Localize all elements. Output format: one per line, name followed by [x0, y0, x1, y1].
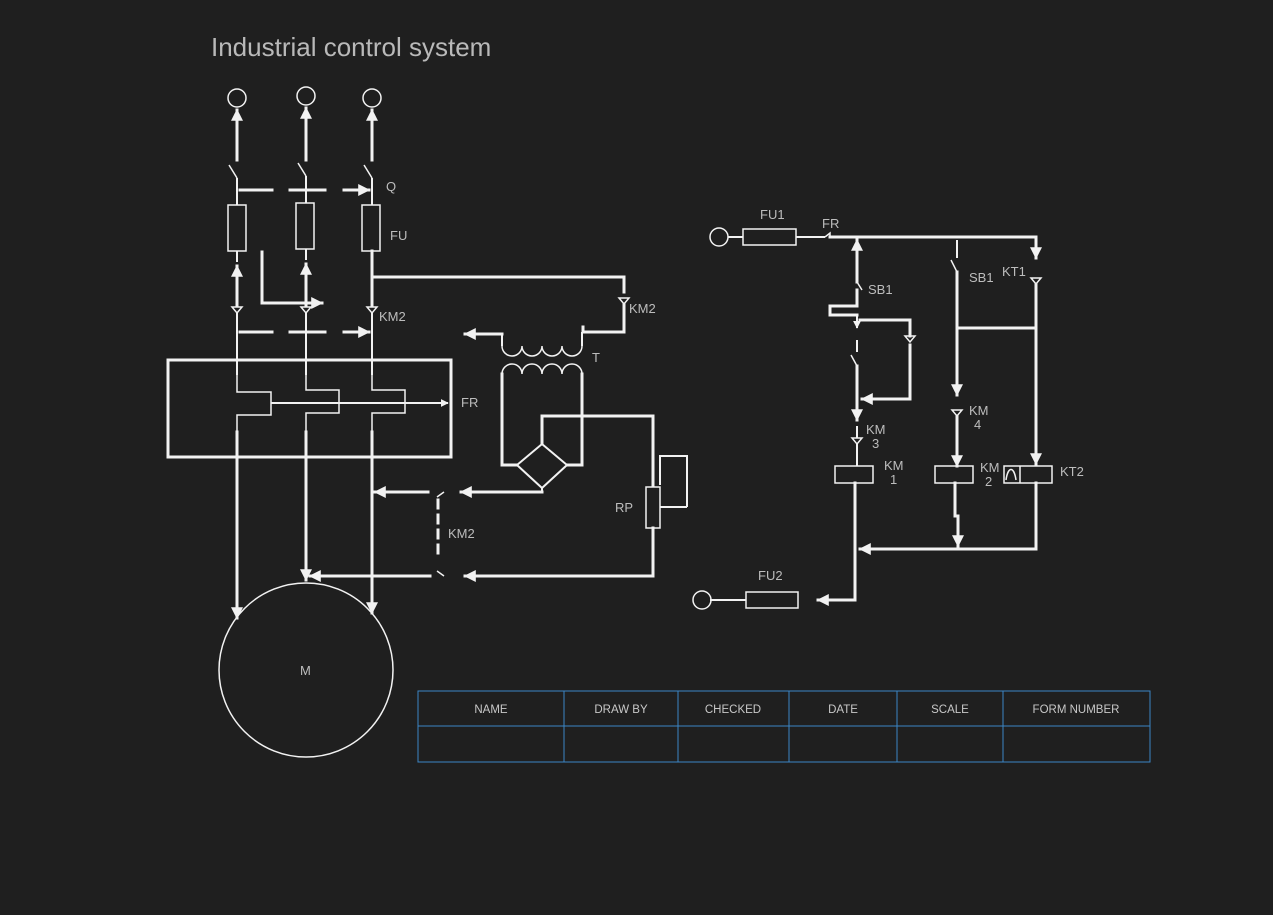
label-km4-a: KM: [969, 403, 989, 418]
table-header-checked: CHECKED: [705, 704, 761, 716]
coil-km1[interactable]: [834, 465, 874, 484]
label-fr-main: FR: [461, 395, 478, 410]
label-sb1-left: SB1: [868, 282, 893, 297]
terminal-control-bottom[interactable]: [692, 590, 712, 610]
table-cell-name[interactable]: [419, 727, 563, 761]
label-fr-control: FR: [822, 216, 839, 231]
title-block-table: NAME DRAW BY CHECKED DATE SCALE FORM NUM…: [417, 690, 1151, 763]
terminal-control-top[interactable]: [709, 227, 729, 247]
contactor-km2-lower[interactable]: [308, 486, 544, 582]
table-cell-date[interactable]: [790, 727, 896, 761]
label-km2-coil-a: KM: [980, 460, 1000, 475]
fuse-fu2[interactable]: [745, 591, 799, 609]
label-kt2: KT2: [1060, 464, 1084, 479]
control-circuit: FU1 FR SB1 KM 3 KM 1 SB1 KM 4: [692, 207, 1084, 610]
label-kt1: KT1: [1002, 264, 1026, 279]
timer-kt2[interactable]: [1003, 465, 1053, 484]
table-cell-form-number[interactable]: [1004, 727, 1149, 761]
label-km3-a: KM: [866, 422, 886, 437]
coil-km2[interactable]: [934, 465, 974, 484]
switch-q[interactable]: [228, 162, 373, 205]
terminal-l2[interactable]: [296, 86, 316, 106]
page-title: Industrial control system: [211, 32, 492, 62]
contactor-km2-main[interactable]: [230, 306, 379, 375]
label-km1-a: KM: [884, 458, 904, 473]
table-header-form-number: FORM NUMBER: [1033, 704, 1120, 716]
table-cell-scale[interactable]: [898, 727, 1002, 761]
thermal-relay-fr[interactable]: [166, 358, 453, 459]
table-cell-draw-by[interactable]: [565, 727, 677, 761]
table-header-scale: SCALE: [931, 704, 969, 716]
label-km2-main: KM2: [379, 309, 406, 324]
label-t: T: [592, 350, 600, 365]
label-fu: FU: [390, 228, 407, 243]
label-km2-upper: KM2: [629, 301, 656, 316]
label-km1-b: 1: [890, 472, 897, 487]
label-km3-b: 3: [872, 436, 879, 451]
terminal-l3[interactable]: [362, 88, 382, 108]
terminal-l1[interactable]: [227, 88, 247, 108]
label-fu2: FU2: [758, 568, 783, 583]
table-header-draw-by: DRAW BY: [594, 704, 648, 716]
fuse-fu1[interactable]: [742, 228, 797, 246]
label-km4-b: 4: [974, 417, 981, 432]
label-q: Q: [386, 179, 396, 194]
label-fu1: FU1: [760, 207, 785, 222]
label-km2-lower: KM2: [448, 526, 475, 541]
table-cell-checked[interactable]: [679, 727, 788, 761]
label-sb1-right: SB1: [969, 270, 994, 285]
power-circuit: Q FU KM2: [166, 86, 478, 758]
label-km2-coil-b: 2: [985, 474, 992, 489]
fuses-fu[interactable]: [227, 202, 381, 252]
motor-m[interactable]: [218, 582, 394, 758]
rectifier-bridge[interactable]: [515, 414, 655, 492]
label-m: M: [300, 663, 311, 678]
table-header-name: NAME: [474, 704, 508, 716]
transformer-t[interactable]: [463, 328, 583, 375]
label-rp: RP: [615, 500, 633, 515]
table-header-date: DATE: [828, 704, 858, 716]
braking-circuit: KM2 T RP: [308, 275, 688, 582]
